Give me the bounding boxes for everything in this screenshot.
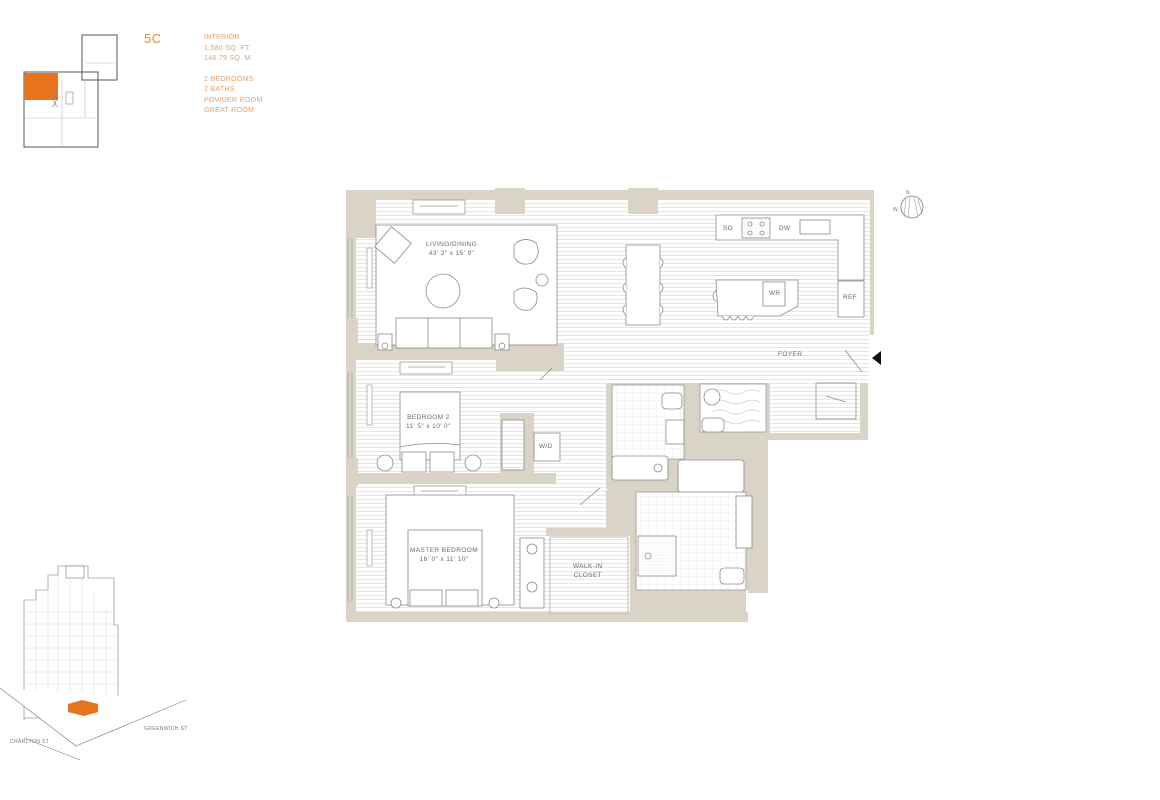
room-label-master-bedroom: MASTER BEDROOM 16' 0" x 11' 10" <box>410 546 478 564</box>
street-label-greenwich: GREENWICH ST <box>144 726 188 732</box>
room-label-living-dining: LIVING/DINING 43' 2" x 15' 9" <box>426 240 477 258</box>
room-name: BEDROOM 2 <box>407 414 450 421</box>
compass-icon <box>900 195 924 219</box>
room-dimensions: CLOSET <box>573 572 603 579</box>
feature-great-room: GREAT ROOM <box>204 107 255 114</box>
room-dimensions: 43' 2" x 15' 9" <box>428 250 475 257</box>
entry-arrow-icon <box>872 351 881 365</box>
room-dimensions: 16' 0" x 11' 10" <box>419 556 469 563</box>
feature-baths: 2 BATHS <box>204 86 235 93</box>
street-label-charlton: CHARLTON ST <box>10 739 50 745</box>
dishwasher-label: DW <box>779 225 791 232</box>
floor-plan <box>346 188 881 622</box>
refrigerator-label: REF <box>843 294 857 301</box>
feature-bedrooms: 2 BEDROOMS <box>204 75 254 83</box>
unit-specs: INTERIOR 1,580 SQ. FT. 146.79 SQ. M. 2 B… <box>204 33 263 117</box>
room-name: MASTER BEDROOM <box>410 547 479 554</box>
compass-north-label: N <box>906 190 910 196</box>
unit-location-highlight <box>68 700 98 716</box>
wine-refrigerator-label: WR <box>769 290 781 297</box>
room-name: WALK-IN <box>573 563 603 570</box>
unit-highlight <box>24 73 58 100</box>
room-dimensions: 11' 5" x 10' 0" <box>406 423 451 430</box>
room-name: LIVING/DINING <box>426 241 478 248</box>
compass-west-label: W <box>893 207 898 213</box>
area-sqft: 1,580 SQ. FT. <box>204 44 252 52</box>
area-heading: INTERIOR <box>204 34 240 41</box>
building-axonometric <box>0 565 187 761</box>
room-label-bedroom-2: BEDROOM 2 11' 5" x 10' 0" <box>406 413 451 431</box>
feature-powder-room: POWDER ROOM <box>204 96 263 104</box>
stove-label: SO <box>723 225 733 232</box>
room-label-foyer: FOYER <box>778 351 803 358</box>
area-sqm: 146.79 SQ. M. <box>204 55 254 62</box>
room-label-walk-in-closet: WALK-IN CLOSET <box>573 562 603 580</box>
washer-dryer-label: W/D <box>539 443 553 450</box>
unit-title: 5C <box>144 31 162 46</box>
